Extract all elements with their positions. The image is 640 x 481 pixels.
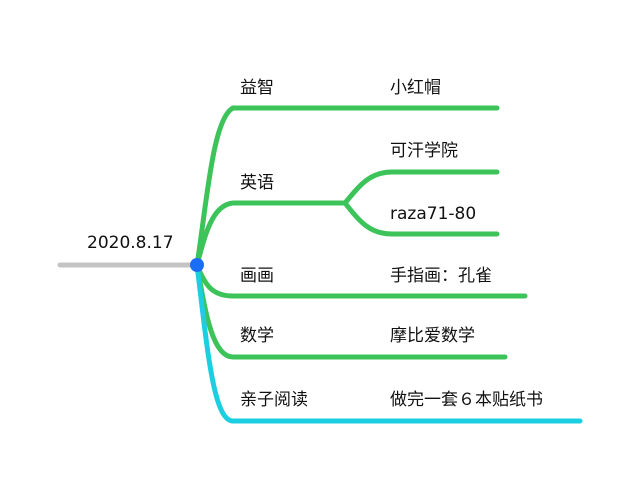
leaf-label-tiezhishu[interactable]: 做完一套６本贴纸书: [390, 390, 543, 410]
subbranch-line-kehan: [342, 169, 500, 206]
leaf-label-shouzhihua[interactable]: 手指画：孔雀: [390, 266, 492, 286]
branch-line-qinzi: [194, 262, 583, 424]
branch-line-yizhi: [194, 105, 500, 268]
branch-label-yingyu[interactable]: 英语: [240, 173, 274, 193]
branch-label-yizhi[interactable]: 益智: [240, 78, 274, 98]
leaf-label-xiaohongmao[interactable]: 小红帽: [390, 78, 441, 98]
branch-label-shuxue[interactable]: 数学: [240, 326, 274, 346]
leaf-label-mobiaishuxue[interactable]: 摩比爱数学: [390, 326, 475, 346]
branch-line-yingyu: [194, 200, 348, 268]
root-label: 2020.8.17: [87, 233, 174, 253]
subbranch-line-raza: [342, 200, 500, 237]
branch-label-qinziyuedu[interactable]: 亲子阅读: [240, 390, 308, 410]
root-node-dot[interactable]: [190, 258, 204, 272]
branch-label-huahua[interactable]: 画画: [240, 266, 274, 286]
leaf-label-raza[interactable]: raza71-80: [390, 204, 477, 224]
leaf-label-kehanxueyuan[interactable]: 可汗学院: [390, 141, 458, 161]
